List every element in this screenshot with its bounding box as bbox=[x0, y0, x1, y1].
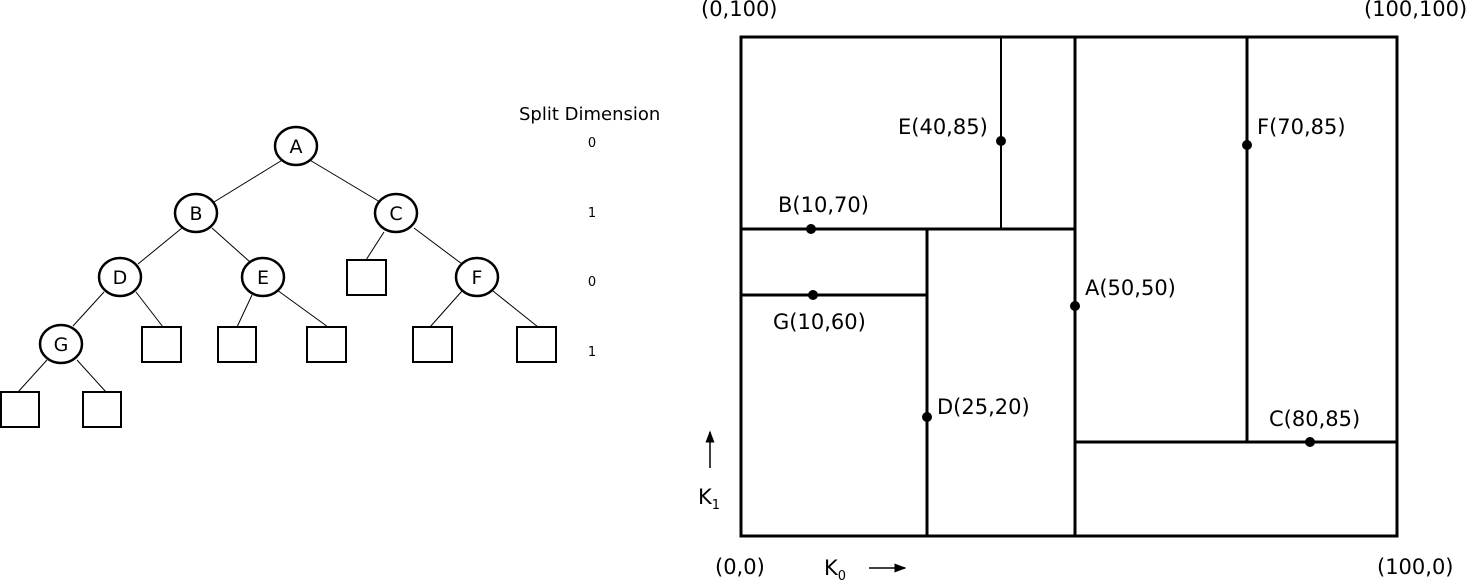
split-level-1: 1 bbox=[588, 206, 596, 221]
null-leaf bbox=[306, 326, 347, 363]
split-dimension: Split Dimension 0 1 0 1 bbox=[519, 104, 660, 360]
null-leaf bbox=[82, 391, 122, 428]
plot-points bbox=[806, 136, 1315, 447]
split-level-0: 0 bbox=[588, 136, 596, 151]
null-leaf bbox=[217, 326, 257, 363]
node-f-label: F bbox=[472, 267, 483, 289]
axis-k0-label: K0 bbox=[824, 556, 846, 581]
corner-top-left: (0,100) bbox=[701, 0, 778, 21]
node-e-label: E bbox=[257, 267, 269, 289]
edge-g-null-left bbox=[17, 359, 48, 393]
corner-bottom-right: (100,0) bbox=[1377, 555, 1454, 579]
point-d-label: D(25,20) bbox=[937, 395, 1030, 419]
edge-c-f bbox=[413, 227, 463, 265]
tree bbox=[17, 158, 539, 393]
edge-e-null-right bbox=[276, 289, 329, 328]
null-leaves bbox=[0, 259, 557, 428]
edge-f-null-left bbox=[429, 290, 463, 328]
node-e bbox=[240, 256, 286, 298]
point-g-label: G(10,60) bbox=[773, 310, 866, 334]
point-e bbox=[996, 136, 1006, 146]
point-labels: A(50,50) B(10,70) C(80,85) D(25,20) E(40… bbox=[773, 115, 1360, 431]
corner-top-right: (100,100) bbox=[1364, 0, 1467, 21]
null-leaf bbox=[412, 326, 453, 363]
point-f-label: F(70,85) bbox=[1257, 115, 1346, 139]
edge-a-c bbox=[307, 158, 381, 203]
node-c bbox=[373, 192, 419, 234]
axis-labels: K0 K1 bbox=[698, 430, 907, 581]
node-g-label: G bbox=[54, 334, 69, 356]
null-leaf bbox=[0, 391, 40, 428]
point-c bbox=[1305, 437, 1315, 447]
null-leaf bbox=[346, 259, 387, 296]
split-dimension-title: Split Dimension bbox=[519, 104, 660, 125]
edge-b-d bbox=[137, 227, 183, 265]
partition-plot bbox=[739, 35, 1399, 538]
point-b bbox=[806, 224, 816, 234]
edge-e-null-left bbox=[236, 294, 253, 328]
node-d bbox=[97, 256, 143, 298]
node-a bbox=[273, 125, 319, 167]
edge-d-g bbox=[72, 291, 105, 327]
node-a-label: A bbox=[290, 136, 303, 158]
edge-f-null-right bbox=[492, 290, 539, 328]
edge-a-b bbox=[213, 158, 285, 203]
corner-bottom-left: (0,0) bbox=[715, 555, 765, 579]
point-c-label: C(80,85) bbox=[1269, 407, 1360, 431]
node-d-label: D bbox=[113, 267, 128, 289]
edge-c-null bbox=[365, 231, 385, 261]
point-g bbox=[808, 290, 818, 300]
axis-k1-label: K1 bbox=[698, 485, 720, 513]
split-level-3: 1 bbox=[588, 345, 596, 360]
null-leaf bbox=[141, 326, 182, 363]
node-b bbox=[173, 192, 219, 234]
edge-g-null-right bbox=[76, 359, 107, 393]
point-a-label: A(50,50) bbox=[1085, 276, 1176, 300]
node-g bbox=[38, 323, 84, 365]
point-e-label: E(40,85) bbox=[898, 115, 988, 139]
edge-d-null bbox=[135, 291, 164, 328]
null-leaf bbox=[516, 326, 557, 363]
point-a bbox=[1070, 301, 1080, 311]
node-f bbox=[454, 256, 500, 298]
node-b-label: B bbox=[189, 203, 202, 225]
tree-node-labels: A B C D E F G bbox=[54, 136, 483, 356]
point-d bbox=[922, 412, 932, 422]
plot-boundary bbox=[739, 35, 1399, 538]
tree-nodes bbox=[38, 125, 500, 365]
point-b-label: B(10,70) bbox=[778, 193, 869, 217]
corner-labels: (0,100) (100,100) (0,0) (100,0) bbox=[701, 0, 1467, 579]
split-level-2: 0 bbox=[588, 275, 596, 290]
edge-b-e bbox=[211, 227, 251, 263]
node-c-label: C bbox=[389, 203, 402, 225]
point-f bbox=[1242, 140, 1252, 150]
